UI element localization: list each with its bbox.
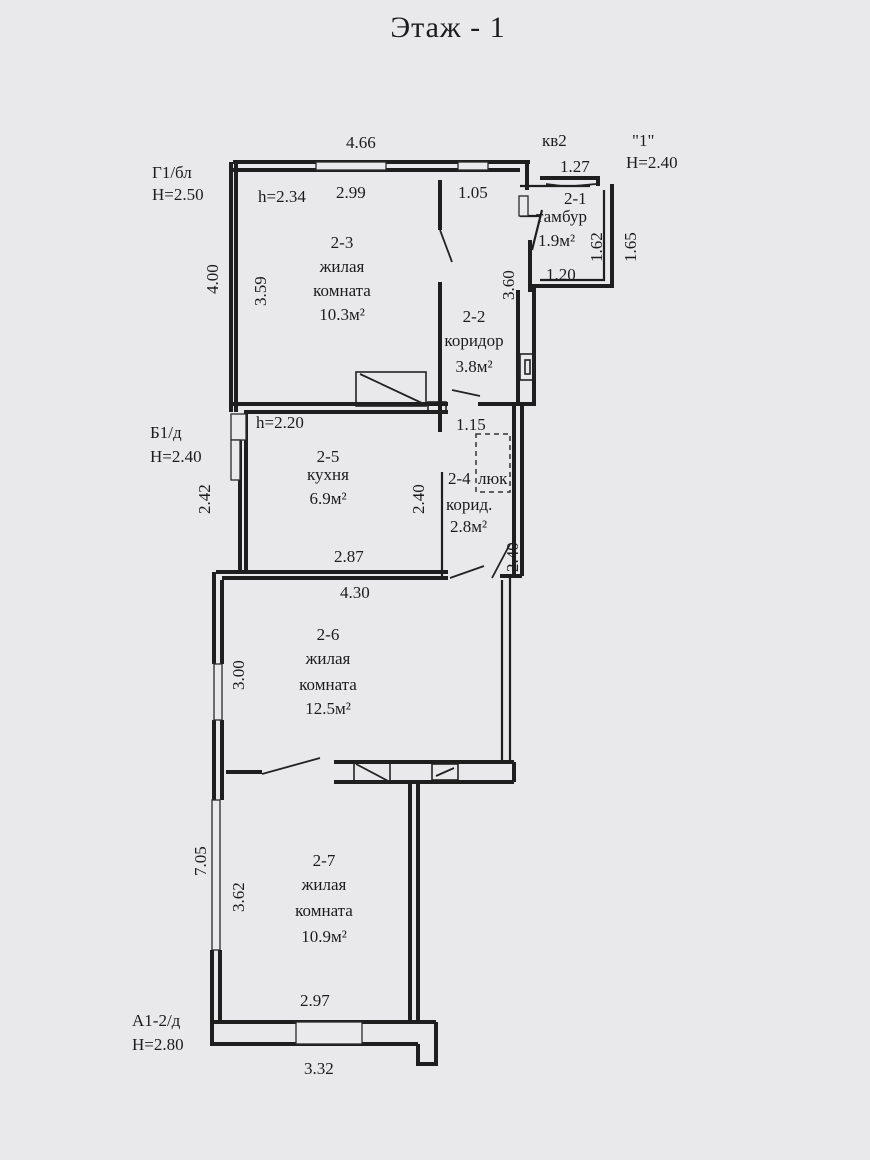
room-name: комната bbox=[295, 901, 353, 920]
block-1-height: H=2.40 bbox=[626, 153, 678, 172]
room-name: кухня bbox=[307, 465, 349, 484]
apartment-label: кв2 bbox=[542, 131, 567, 150]
room-name: комната bbox=[313, 281, 371, 300]
dim-127: 1.27 bbox=[560, 157, 590, 176]
room-area: 2.8м² bbox=[450, 517, 487, 536]
room-area: 10.9м² bbox=[301, 927, 347, 946]
g1-height: H=2.50 bbox=[152, 185, 204, 204]
dim-705: 7.05 bbox=[191, 846, 210, 876]
dim-162: 1.62 bbox=[587, 232, 606, 262]
doors-lower bbox=[261, 757, 459, 783]
room-area: 1.9м² bbox=[538, 231, 575, 250]
room-name: тамбур bbox=[536, 207, 587, 226]
dim-242: 2.42 bbox=[195, 484, 214, 514]
window bbox=[518, 195, 529, 217]
window bbox=[211, 799, 221, 951]
room-id: 2-4 bbox=[448, 469, 471, 488]
b1-label: Б1/д bbox=[150, 423, 182, 442]
dim-120: 1.20 bbox=[546, 265, 576, 284]
b1-height: H=2.40 bbox=[150, 447, 202, 466]
room-id: 2-7 bbox=[313, 851, 336, 870]
dim-240-b: 2.40 bbox=[503, 542, 522, 572]
room-name: жилая bbox=[319, 257, 365, 276]
dim-299: 2.99 bbox=[336, 183, 366, 202]
height-234: h=2.34 bbox=[258, 187, 306, 206]
chimney-box-lower bbox=[431, 763, 459, 781]
chimney-box bbox=[519, 353, 535, 381]
room-area: 12.5м² bbox=[305, 699, 351, 718]
window bbox=[230, 413, 247, 441]
dim-top-width: 4.66 bbox=[346, 133, 376, 152]
room-id: 2-5 bbox=[317, 447, 340, 466]
room-2-6-label: 2-6 жилая комната 12.5м² bbox=[299, 625, 357, 718]
room-id: 2-1 bbox=[564, 189, 587, 208]
g1-label: Г1/бл bbox=[152, 163, 192, 182]
window bbox=[295, 1021, 363, 1045]
floor-title: Этаж - 1 bbox=[390, 11, 505, 44]
room-2-5-label: 2-5 кухня 6.9м² bbox=[307, 447, 349, 508]
dim-400: 4.00 bbox=[203, 264, 222, 294]
room-area: 6.9м² bbox=[309, 489, 346, 508]
room-2-3-label: 2-3 жилая комната 10.3м² bbox=[313, 233, 371, 324]
room-2-4-label: 2-4 люк корид. 2.8м² bbox=[446, 469, 508, 536]
dim-287: 2.87 bbox=[334, 547, 364, 566]
window bbox=[315, 161, 387, 171]
dim-430: 4.30 bbox=[340, 583, 370, 602]
room-id: 2-6 bbox=[317, 625, 340, 644]
dim-297: 2.97 bbox=[300, 991, 330, 1010]
windows-lower bbox=[211, 663, 363, 1045]
a1-height: H=2.80 bbox=[132, 1035, 184, 1054]
dim-359: 3.59 bbox=[251, 276, 270, 306]
room-2-7-label: 2-7 жилая комната 10.9м² bbox=[295, 851, 353, 946]
room-name: комната bbox=[299, 675, 357, 694]
dim-362: 3.62 bbox=[229, 882, 248, 912]
stove-box-lower bbox=[353, 761, 391, 783]
dim-105: 1.05 bbox=[458, 183, 488, 202]
dim-360: 3.60 bbox=[499, 270, 518, 300]
hatch-outline bbox=[475, 433, 511, 493]
room-name: коридор bbox=[444, 331, 503, 350]
room-name: жилая bbox=[305, 649, 351, 668]
room-area: 10.3м² bbox=[319, 305, 365, 324]
room-id: 2-2 bbox=[463, 307, 486, 326]
room-area: 3.8м² bbox=[455, 357, 492, 376]
dim-300: 3.00 bbox=[229, 660, 248, 690]
doors-upper bbox=[355, 183, 597, 579]
windows-upper bbox=[230, 161, 529, 481]
room-2-2-label: 2-2 коридор 3.8м² bbox=[444, 307, 503, 376]
room-2-1-label: 2-1 тамбур 1.9м² bbox=[536, 189, 587, 250]
stove-box bbox=[355, 371, 427, 407]
block-1-label: "1" bbox=[632, 131, 654, 150]
window bbox=[457, 161, 489, 171]
walls-lower bbox=[210, 572, 516, 1066]
dim-332: 3.32 bbox=[304, 1059, 334, 1078]
dim-115: 1.15 bbox=[456, 415, 486, 434]
hatch-label: люк bbox=[478, 469, 508, 488]
room-name: жилая bbox=[301, 875, 347, 894]
height-220: h=2.20 bbox=[256, 413, 304, 432]
room-name: корид. bbox=[446, 495, 492, 514]
dim-165: 1.65 bbox=[621, 232, 640, 262]
walls-upper bbox=[216, 160, 614, 580]
window bbox=[213, 663, 223, 721]
dim-240-a: 2.40 bbox=[409, 484, 428, 514]
room-id: 2-3 bbox=[331, 233, 354, 252]
window bbox=[230, 439, 241, 481]
a1-label: А1-2/д bbox=[132, 1011, 181, 1030]
